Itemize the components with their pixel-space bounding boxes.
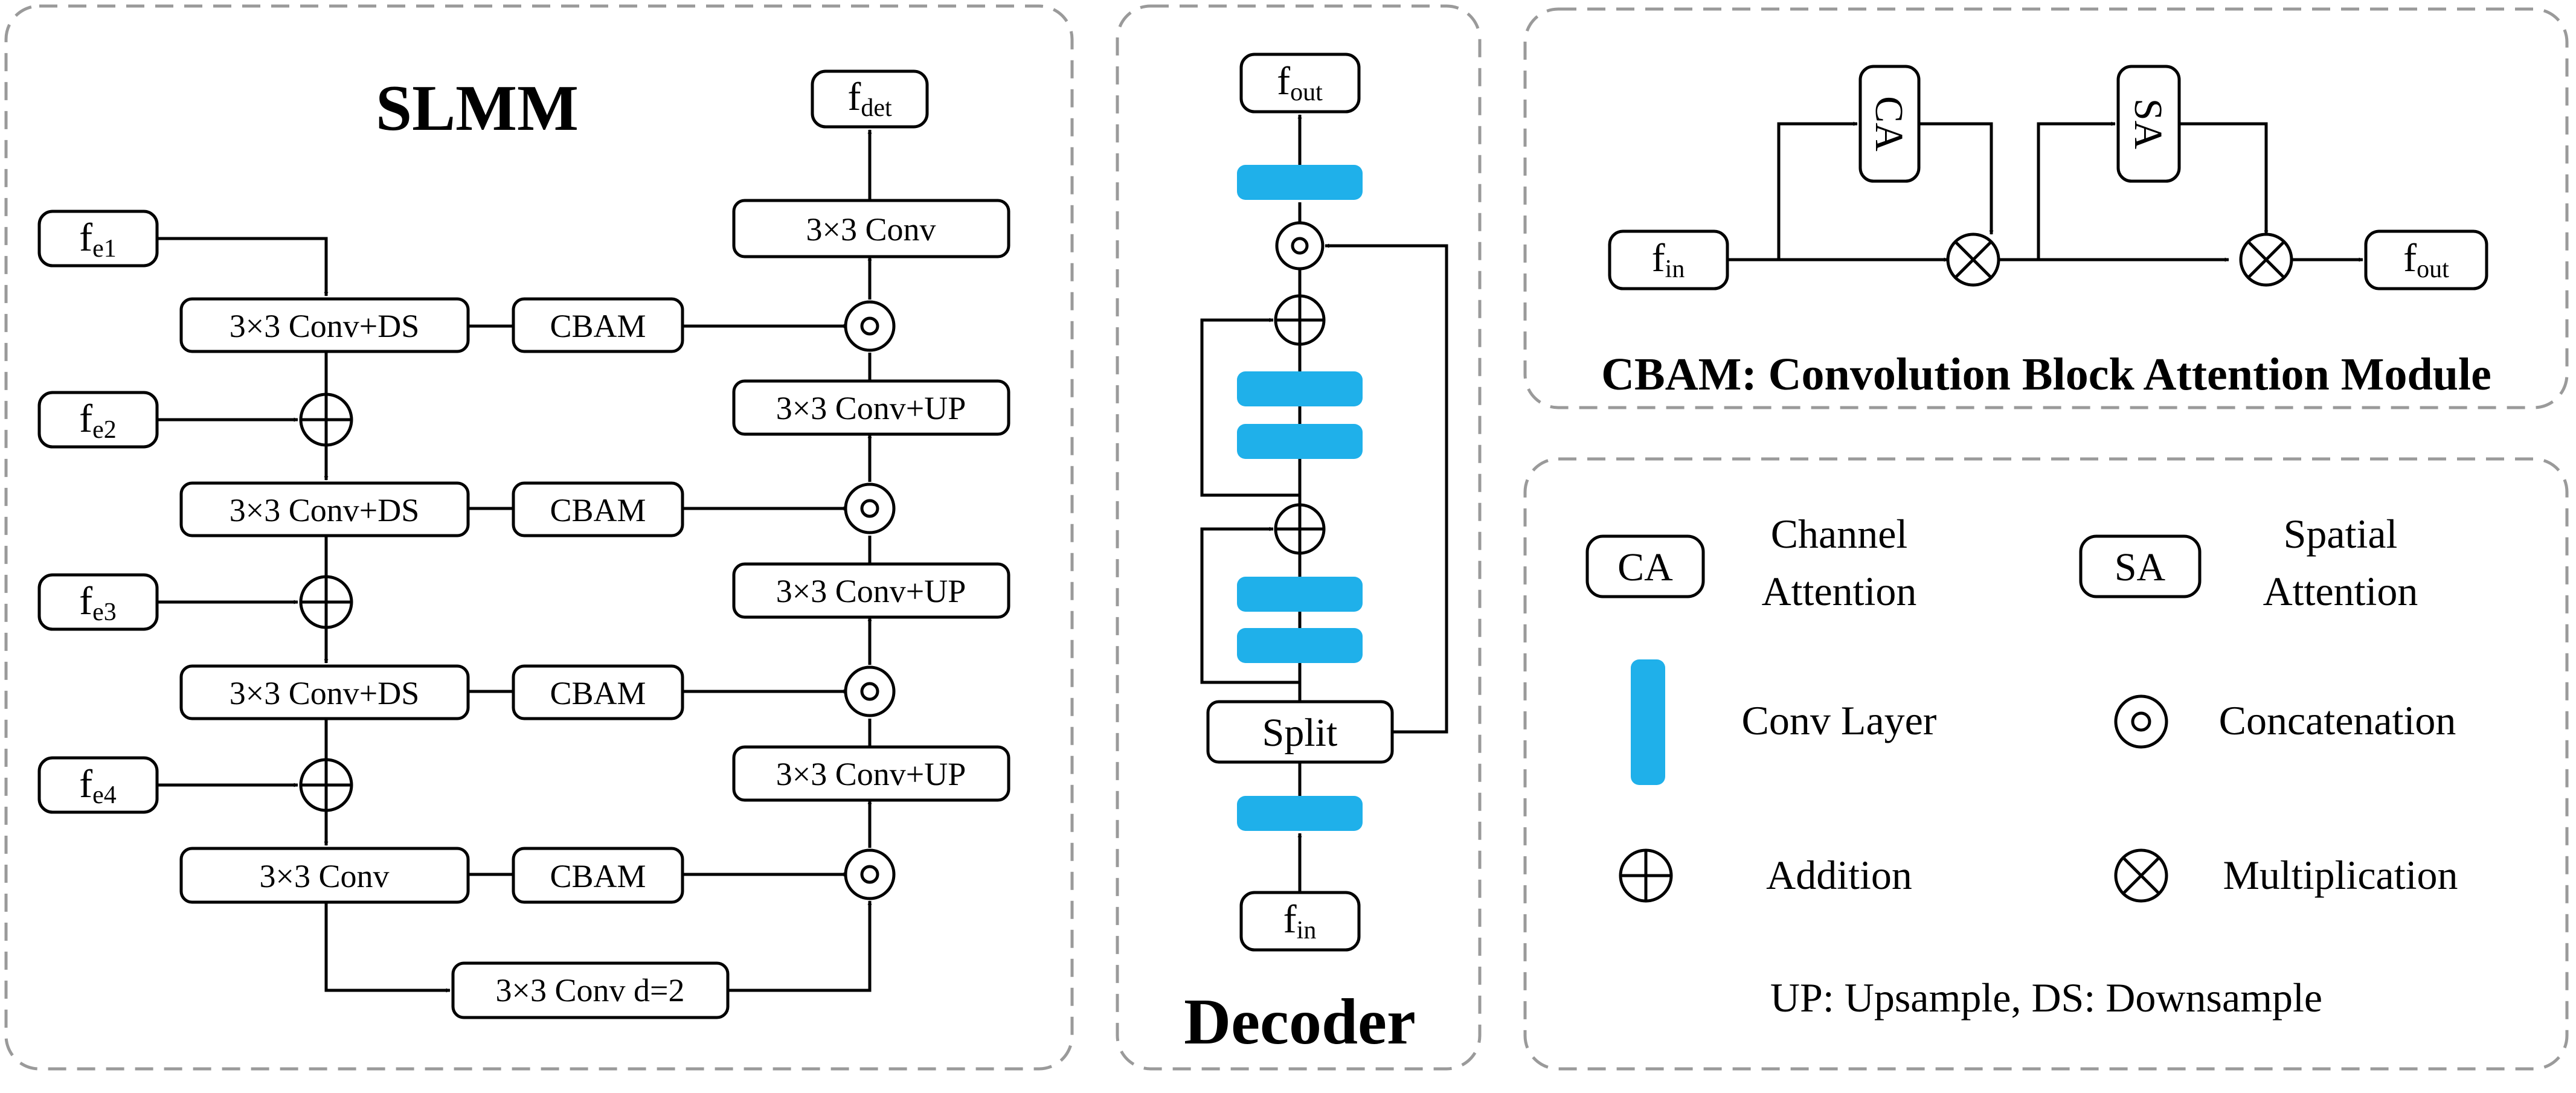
slmm-title: SLMM (376, 72, 579, 144)
svg-text:fin: fin (1283, 897, 1317, 944)
svg-text:Addition: Addition (1766, 852, 1912, 898)
conv-layer-swatch (1631, 659, 1665, 785)
svg-text:Attention: Attention (2263, 568, 2418, 614)
svg-text:CA: CA (1867, 96, 1911, 152)
svg-text:SA: SA (2126, 98, 2170, 150)
svg-text:3×3 Conv: 3×3 Conv (806, 211, 936, 248)
decoder-addition-node-bottom (1274, 503, 1326, 555)
input-fe4: fe4 (37, 756, 159, 814)
svg-text:Attention: Attention (1762, 568, 1917, 614)
svg-text:Conv Layer: Conv Layer (1742, 697, 1937, 743)
dilated-conv-block: 3×3 Conv d=2 (451, 961, 730, 1019)
encoder-block-3: 3×3 Conv+DS (179, 664, 470, 720)
cbam-connectors (1727, 121, 2363, 262)
legend-addition: Addition (1619, 848, 1912, 903)
svg-text:3×3 Conv+DS: 3×3 Conv+DS (230, 308, 419, 344)
legend-concatenation: Concatenation (2114, 694, 2456, 749)
decoder-panel (1116, 4, 1482, 1071)
decoder-conv-layer-bottom (1237, 796, 1363, 831)
svg-text:Multiplication: Multiplication (2223, 852, 2458, 898)
encoder-block-1: 3×3 Conv+DS (179, 297, 470, 353)
cbam-title: CBAM: Convolution Block Attention Module (1601, 349, 2491, 400)
decoder-input-fin: fin (1239, 891, 1361, 952)
decoder-block-up-1: 3×3 Conv+UP (732, 379, 1010, 436)
cbam-input-fin: fin (1608, 229, 1729, 290)
decoder-block-up-2: 3×3 Conv+UP (732, 562, 1010, 619)
svg-text:CBAM: CBAM (550, 858, 646, 894)
input-fe1: fe1 (37, 210, 159, 268)
svg-text:fe2: fe2 (79, 397, 117, 444)
slmm-panel (4, 4, 1074, 1071)
svg-text:3×3 Conv+UP: 3×3 Conv+UP (776, 390, 966, 426)
svg-text:3×3 Conv d=2: 3×3 Conv d=2 (496, 972, 685, 1008)
cbam-block-4: CBAM (512, 847, 684, 904)
input-fe2: fe2 (37, 391, 159, 449)
decoder-conv-layer-2a (1237, 371, 1363, 406)
svg-text:fe3: fe3 (79, 579, 117, 626)
legend-ca: CA Channel Attention (1585, 511, 1917, 614)
svg-text:Spatial: Spatial (2284, 511, 2398, 557)
svg-text:Split: Split (1262, 711, 1338, 755)
output-fdet: fdet (811, 69, 929, 129)
svg-text:3×3 Conv+DS: 3×3 Conv+DS (230, 675, 419, 711)
decoder-title: Decoder (1184, 986, 1416, 1058)
decoder-conv-layer-top (1237, 165, 1363, 200)
svg-text:fout: fout (2403, 236, 2449, 283)
cbam-block-2: CBAM (512, 481, 684, 537)
legend-sa: SA Spatial Attention (2079, 511, 2418, 614)
svg-text:CBAM: CBAM (550, 492, 646, 528)
encoder-block-2: 3×3 Conv+DS (179, 481, 470, 537)
svg-text:3×3 Conv+UP: 3×3 Conv+UP (776, 573, 966, 609)
decoder-block-up-3: 3×3 Conv+UP (732, 745, 1010, 802)
decoder-split-block: Split (1206, 700, 1394, 764)
decoder-conv-layer-1a (1237, 577, 1363, 612)
svg-text:fout: fout (1277, 59, 1323, 106)
svg-text:CBAM: CBAM (550, 675, 646, 711)
concat-node-1 (844, 300, 896, 352)
addition-node-2 (299, 393, 353, 447)
svg-text:CBAM: CBAM (550, 308, 646, 344)
concat-node-2 (844, 482, 896, 534)
cbam-multiply-node-1 (1946, 232, 2000, 287)
decoder-addition-node-top (1274, 294, 1326, 346)
svg-text:fin: fin (1652, 236, 1685, 283)
decoder-concat-node (1275, 221, 1325, 271)
legend-multiplication: Multiplication (2114, 848, 2458, 903)
slmm-connectors (157, 129, 872, 993)
legend-footnote: UP: Upsample, DS: Downsample (1770, 975, 2322, 1021)
addition-node-3 (299, 575, 353, 629)
decoder-conv-layer-1b (1237, 628, 1363, 663)
cbam-spatial-attention-block: SA (2116, 65, 2181, 183)
legend-conv-layer: Conv Layer (1631, 659, 1937, 785)
concat-node-4 (844, 848, 896, 900)
svg-text:Concatenation: Concatenation (2219, 697, 2456, 743)
cbam-multiply-node-2 (2239, 232, 2293, 287)
cbam-panel (1523, 7, 2569, 409)
svg-text:3×3 Conv: 3×3 Conv (260, 858, 390, 894)
svg-text:fe1: fe1 (79, 216, 117, 263)
decoder-block-top: 3×3 Conv (732, 199, 1010, 258)
concat-node-3 (844, 665, 896, 717)
cbam-block-3: CBAM (512, 664, 684, 720)
addition-node-4 (299, 758, 353, 812)
encoder-block-4: 3×3 Conv (179, 847, 470, 904)
svg-text:CA: CA (1617, 545, 1673, 589)
svg-text:Channel: Channel (1771, 511, 1908, 557)
decoder-output-fout: fout (1239, 53, 1361, 114)
svg-text:SA: SA (2115, 545, 2166, 589)
svg-text:fe4: fe4 (79, 762, 117, 809)
svg-text:fdet: fdet (847, 75, 892, 122)
cbam-block-1: CBAM (512, 297, 684, 353)
svg-text:3×3 Conv+UP: 3×3 Conv+UP (776, 756, 966, 792)
svg-text:3×3 Conv+DS: 3×3 Conv+DS (230, 492, 419, 528)
cbam-channel-attention-block: CA (1858, 65, 1921, 183)
input-fe3: fe3 (37, 573, 159, 631)
decoder-connectors (1200, 114, 1448, 893)
cbam-output-fout: fout (2364, 229, 2488, 290)
decoder-conv-layer-2b (1237, 424, 1363, 459)
